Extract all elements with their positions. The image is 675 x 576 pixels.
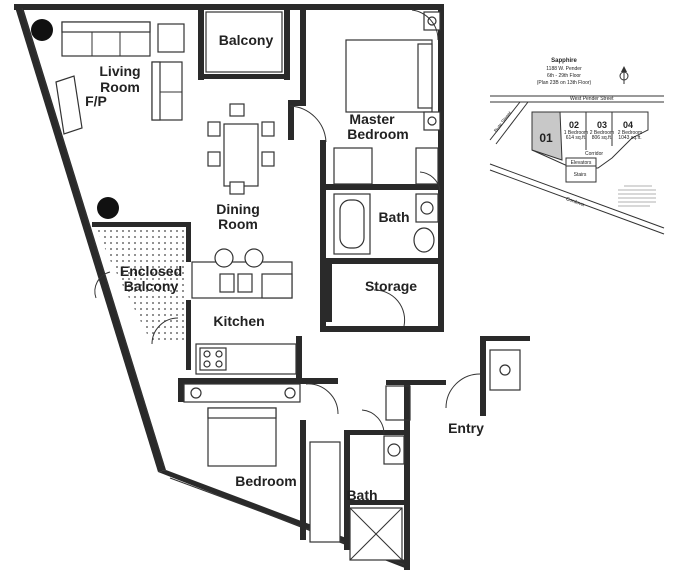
unit-02-label: 02 [569,120,579,130]
enclosed-balcony-label-line1: Enclosed [120,263,182,279]
enclosed-balcony-hatch [96,228,186,344]
unit-02-area: 614 sq.ft. [566,135,587,141]
storage-label: Storage [365,278,417,294]
master-bedroom-label-line1: Master [349,111,395,127]
building-address: 1188 W. Pender [546,66,582,72]
unit-02-desc: 1 Bedroom [564,130,588,136]
north-arrow-icon [619,66,629,84]
unit-01-label: 01 [539,131,553,145]
door-swings [94,9,481,435]
street-left-label: Bute Street [493,110,514,134]
column-icon [97,197,119,219]
stairs-label: Stairs [574,172,587,178]
living-room-label-line1: Living [99,63,140,79]
unit-03-area: 806 sq.ft. [592,135,613,141]
balcony-label: Balcony [219,32,274,48]
bath-bottom-label: Bath [346,487,377,503]
room-labels: Balcony Living Room F/P Master Bedroom D… [85,32,484,503]
enclosed-balcony-label-line2: Balcony [124,278,179,294]
street-top-label: West Pender Street [570,96,614,102]
unit-01-highlight [531,111,563,161]
unit-03-desc: 2 Bedroom [590,130,614,136]
column-icon [31,19,53,41]
bath-top-label: Bath [378,209,409,225]
dining-room-label-line1: Dining [216,201,260,217]
unit-04-area: 1043 sq.ft. [618,135,641,141]
bedroom-label: Bedroom [235,473,296,489]
fireplace-label: F/P [85,93,107,109]
dining-room-label-line2: Room [218,216,258,232]
key-plan: West Pender Street Bute Street Cordova 0… [489,58,665,235]
unit-04-label: 04 [623,120,633,130]
building-floors-note: (Plan 23B on 13th Floor) [537,80,592,86]
disclaimer-lines [618,185,656,207]
master-bedroom-label-line2: Bedroom [347,126,408,142]
building-name: Sapphire [551,58,577,64]
corridor-label: Corridor [585,151,603,157]
living-room-label-line2: Room [100,79,140,95]
kitchen-label: Kitchen [213,313,264,329]
fixtures [31,11,521,561]
interior-walls [92,4,530,570]
unit-03-label: 03 [597,120,607,130]
unit-04-desc: 2 Bedroom [618,130,642,136]
entry-label: Entry [448,420,484,436]
elevators-label: Elevators [571,160,592,166]
building-floors: 6th - 29th Floor [547,73,581,79]
